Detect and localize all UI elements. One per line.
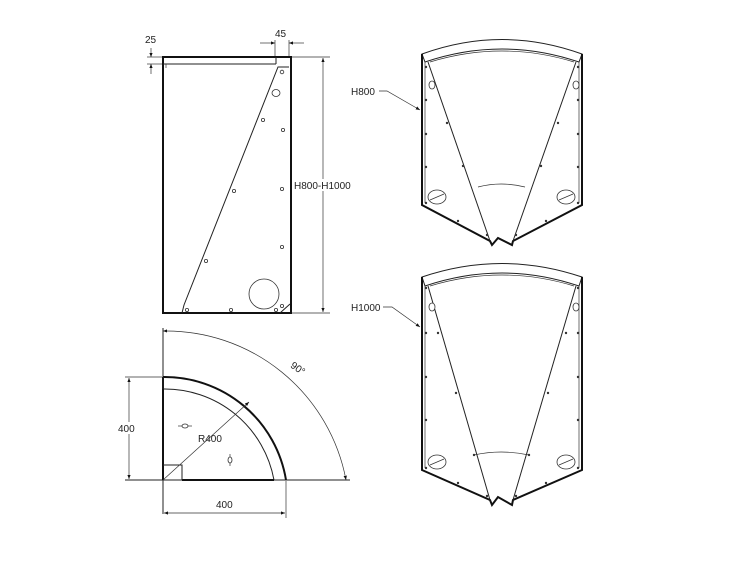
cabinet-outline [421,54,583,247]
diagonal-panel-edge [181,66,289,314]
leader-h800 [379,90,421,111]
side-body-outline [162,56,292,314]
iso-view-h1000: H1000 [351,263,583,508]
dim-width: 400 [164,481,287,518]
dim-label-25: 25 [145,35,157,46]
dim-45: 45 [260,29,304,56]
cable-port-circle [248,278,280,310]
plan-view: 90° R400 400 400 [117,328,350,518]
side-view: 25 45 H800-H1000 [145,29,355,314]
dim-label-radius: R400 [198,434,222,445]
outer-top-arc [162,375,287,481]
rivet-dots [424,65,580,237]
rivet-dots [424,286,580,498]
dim-label-width: 400 [216,500,233,511]
dim-height: H800-H1000 [292,56,355,314]
radius-line [162,401,250,481]
dim-25: 25 [145,35,162,74]
iso-label-h800: H800 [351,87,375,98]
dim-label-45: 45 [275,29,287,40]
fastener-symbols [178,423,233,466]
angle-arc [162,329,347,481]
dim-label-angle: 90° [288,360,307,378]
dim-label-height: H800-H1000 [294,181,351,192]
leader-h1000 [383,306,421,328]
mounting-holes [184,69,285,312]
cabinet-outline [421,277,583,508]
iso-view-h800: H800 [351,39,583,247]
dim-label-depth: 400 [118,424,135,435]
iso-label-h1000: H1000 [351,303,381,314]
dim-depth: 400 [117,376,162,479]
